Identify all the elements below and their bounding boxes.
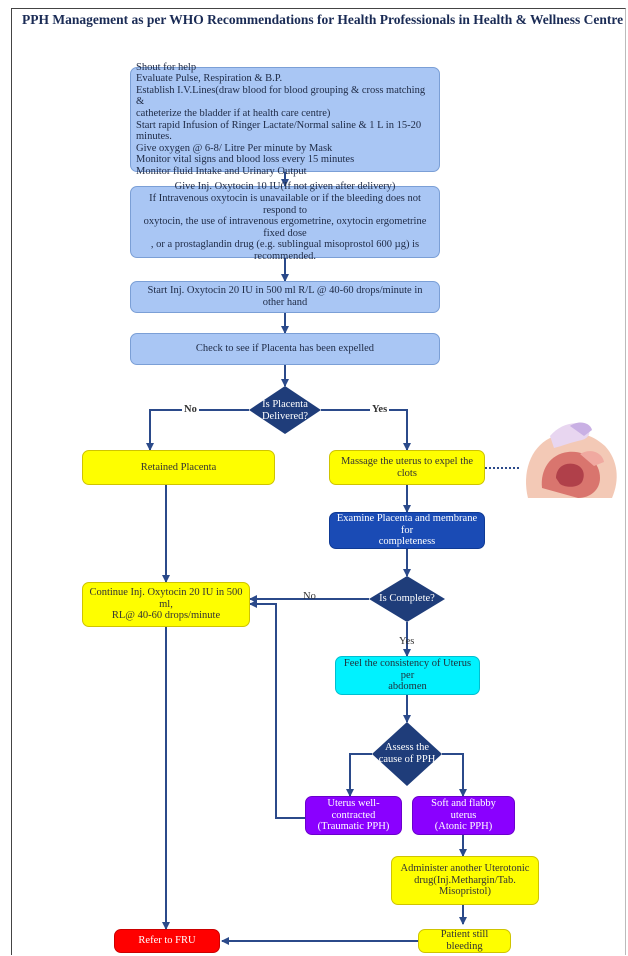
arrow-cause-to-soft: [442, 753, 467, 797]
administer-uterotonic-box: Administer another Uterotonic drug(Inj.M…: [391, 856, 539, 905]
uterine-massage-illustration: [526, 422, 617, 498]
step-line: Monitor fluid Intake and Urinary Output: [136, 165, 307, 177]
oxytocin-10-line: recommended.: [253, 250, 317, 262]
step-line: Establish I.V.Lines(draw blood for blood…: [136, 84, 426, 108]
step-line: Evaluate Pulse, Respiration & B.P.: [136, 73, 283, 85]
edge-label-yes-complete: Yes: [399, 636, 415, 647]
decision-complete-diamond: [369, 576, 445, 622]
decision-complete-label: Is Complete?: [379, 593, 435, 604]
arrow-yes-massage: [321, 409, 411, 451]
uterus-contracted-box: Uterus well-contracted (Traumatic PPH): [305, 796, 402, 835]
feel-uterus-box: Feel the consistency of Uterus per abdom…: [335, 656, 480, 695]
decision-placenta-diamond: [249, 386, 321, 434]
refer-fru-box: Refer to FRU: [114, 929, 220, 953]
decision-placenta-label: Is Placenta Delivered?: [261, 399, 309, 422]
retained-placenta-box: Retained Placenta: [82, 450, 275, 485]
step-line: catheterize the bladder if at health car…: [136, 107, 331, 119]
check-placenta-box: Check to see if Placenta has been expell…: [130, 333, 440, 365]
continue-oxytocin-box: Continue Inj. Oxytocin 20 IU in 500 ml, …: [82, 582, 250, 627]
oxytocin-10-line: Give Inj. Oxytocin 10 IU(If not given af…: [174, 181, 396, 193]
edge-label-no: No: [182, 404, 199, 415]
oxytocin-10-line: If Intravenous oxytocin is unavailable o…: [149, 193, 421, 216]
arrow-cause-to-contracted: [346, 753, 372, 797]
step-line: Shout for help: [136, 61, 197, 73]
initial-steps-box: Shout for help Evaluate Pulse, Respirati…: [130, 62, 440, 177]
decision-cause-diamond: [372, 722, 442, 786]
oxytocin-10-line: oxytocin, the use of intravenous ergomet…: [143, 216, 427, 239]
check-placenta-text: Check to see if Placenta has been expell…: [195, 343, 375, 355]
decision-cause-label: Assess the cause of PPH: [378, 742, 436, 765]
massage-uterus-box: Massage the uterus to expel the clots: [329, 450, 485, 485]
page-title: PPH Management as per WHO Recommendation…: [22, 12, 624, 27]
step-line: Monitor vital signs and blood loss every…: [136, 154, 355, 166]
arrow-no-retained: [146, 409, 249, 451]
oxytocin-10-line: , or a prostaglandin drug (e.g. sublingu…: [150, 239, 420, 251]
arrow-contracted-to-continue: [249, 600, 305, 819]
page-frame: [11, 8, 626, 955]
examine-placenta-box: Examine Placenta and membrane for comple…: [329, 512, 485, 549]
step-line: Give oxygen @ 6-8/ Litre Per minute by M…: [136, 142, 333, 154]
step-line: Start rapid Infusion of Ringer Lactate/N…: [136, 119, 422, 143]
oxytocin-20-text: Start Inj. Oxytocin 20 IU in 500 ml R/L …: [147, 285, 423, 308]
oxytocin-10-box: Give Inj. Oxytocin 10 IU(If not given af…: [130, 181, 440, 262]
oxytocin-20-box: Start Inj. Oxytocin 20 IU in 500 ml R/L …: [130, 281, 440, 313]
edge-label-yes: Yes: [370, 404, 390, 415]
still-bleeding-box: Patient still bleeding: [418, 929, 511, 953]
soft-uterus-box: Soft and flabby uterus (Atonic PPH): [412, 796, 515, 835]
edge-label-no-complete: No: [303, 591, 316, 602]
